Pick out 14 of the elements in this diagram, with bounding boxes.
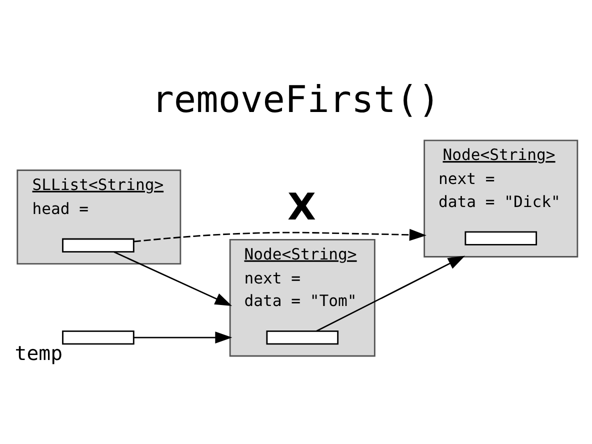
diagram-title: removeFirst() <box>152 78 440 121</box>
node-label: temp <box>14 342 63 365</box>
node-box <box>62 330 134 345</box>
arrow <box>316 256 466 332</box>
cluster: SLList<String> head = <box>16 170 182 265</box>
arrow <box>134 332 232 344</box>
node-box <box>266 330 339 345</box>
edge-label: X <box>287 186 316 229</box>
cluster: Node<String> next = data = "Dick" <box>424 140 578 258</box>
arrow <box>134 228 426 242</box>
cluster: Node<String> next = data = "Tom" <box>229 239 376 357</box>
node-box <box>62 238 134 252</box>
node-box <box>464 231 538 246</box>
arrow <box>114 251 232 306</box>
